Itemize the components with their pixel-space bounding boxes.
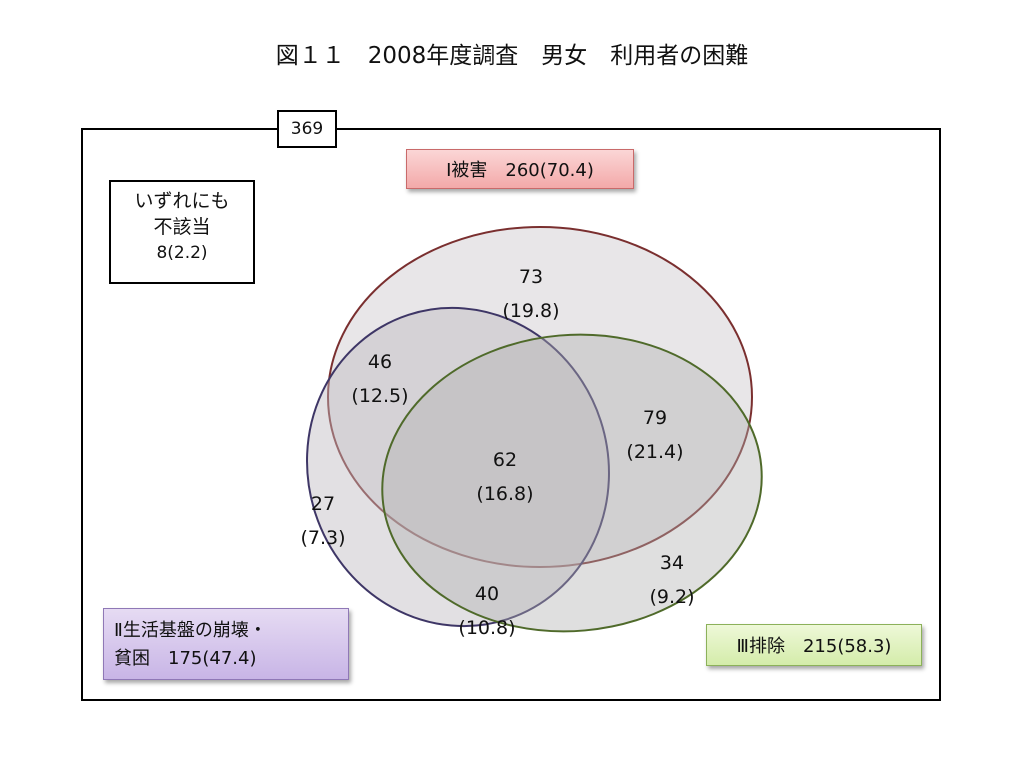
region-percent: (10.8): [458, 617, 515, 639]
region-percent: (16.8): [476, 483, 533, 505]
poverty-set-ellipse: [306, 306, 610, 628]
region-count: 46: [368, 351, 392, 373]
poverty-set-label: Ⅱ生活基盤の崩壊・ 貧困 175(47.4): [103, 608, 349, 680]
region-percent: (9.2): [649, 586, 694, 608]
page-title: 図１１ 2008年度調査 男女 利用者の困難: [275, 43, 749, 69]
none-value: 8(2.2): [156, 243, 208, 263]
region-count: 40: [475, 583, 499, 605]
region-count: 34: [660, 552, 684, 574]
exclusion-set-ellipse: [381, 333, 763, 633]
region-count: 62: [493, 449, 517, 471]
total-count-box: 369: [277, 110, 337, 148]
exclusion-set-label: Ⅲ排除 215(58.3): [706, 624, 922, 666]
region-percent: (7.3): [300, 527, 345, 549]
region-count: 73: [519, 266, 543, 288]
region-poverty-exclusion: 40 (10.8): [458, 583, 515, 639]
region-poverty-only: 27 (7.3): [300, 493, 345, 549]
region-victim-only: 73 (19.8): [502, 266, 559, 322]
diagram-frame: [81, 128, 941, 701]
region-victim-exclusion: 79 (21.4): [626, 407, 683, 463]
region-count: 27: [311, 493, 335, 515]
none-label-line2: 不該当: [153, 216, 211, 238]
region-percent: (12.5): [351, 385, 408, 407]
region-count: 79: [643, 407, 667, 429]
poverty-label-line2: 貧困 175(47.4): [114, 648, 257, 669]
victim-set-label: Ⅰ被害 260(70.4): [406, 149, 634, 189]
region-exclusion-only: 34 (9.2): [649, 552, 694, 608]
region-all-three: 62 (16.8): [476, 449, 533, 505]
region-victim-poverty: 46 (12.5): [351, 351, 408, 407]
none-applicable-box: いずれにも 不該当 8(2.2): [109, 180, 255, 284]
none-label-line1: いずれにも: [134, 190, 230, 212]
region-percent: (19.8): [502, 300, 559, 322]
victim-set-ellipse: [327, 226, 753, 568]
region-percent: (21.4): [626, 441, 683, 463]
poverty-label-line1: Ⅱ生活基盤の崩壊・: [114, 620, 267, 641]
